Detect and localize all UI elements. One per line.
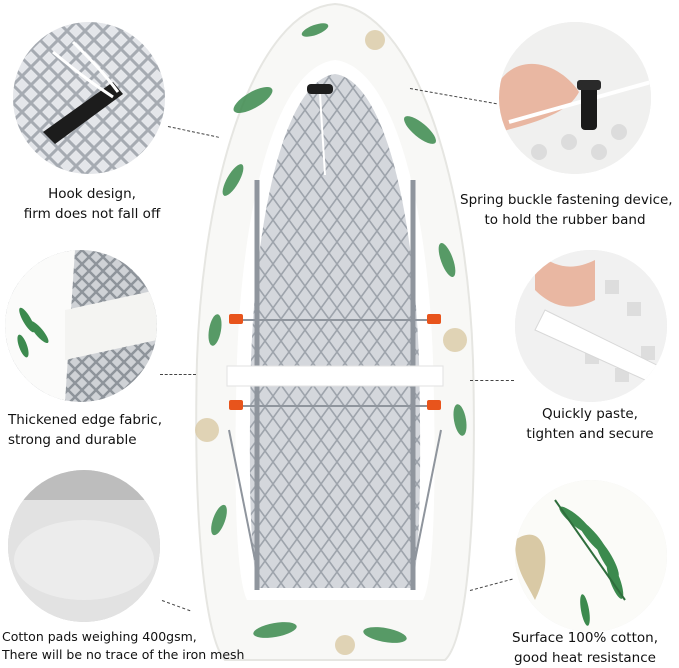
caption-hook-line-2: firm does not fall off — [23, 206, 161, 222]
spring-buckle-detail-photo — [499, 22, 651, 174]
edge-fabric-detail-photo — [5, 250, 157, 402]
caption-hook: Hook design, firm does not fall off — [22, 184, 162, 224]
caption-cotton-line-2: good heat resistance — [514, 650, 656, 666]
caption-spring-line-1: Spring buckle fastening device, — [460, 192, 673, 208]
leader-line-paste — [470, 380, 514, 381]
caption-edge: Thickened edge fabric, strong and durabl… — [8, 410, 162, 450]
cotton-surface-detail-photo — [515, 480, 667, 632]
cotton-pad-detail-photo — [8, 470, 160, 622]
caption-paste: Quickly paste, tighten and secure — [515, 404, 665, 444]
caption-cotton: Surface 100% cotton, good heat resistanc… — [500, 628, 670, 668]
leader-line-edge — [160, 374, 196, 375]
ironing-board-image — [185, 0, 485, 666]
caption-pad-line-2: There will be no trace of the iron mesh — [2, 647, 245, 662]
hook-detail-photo — [13, 22, 165, 174]
velcro-strap-detail-photo — [515, 250, 667, 402]
caption-pad: Cotton pads weighing 400gsm, There will … — [2, 628, 244, 664]
caption-spring-line-2: to hold the rubber band — [484, 212, 646, 228]
caption-paste-line-2: tighten and secure — [526, 426, 654, 442]
caption-paste-line-1: Quickly paste, — [542, 406, 638, 422]
caption-spring: Spring buckle fastening device, to hold … — [460, 190, 673, 230]
caption-hook-line-1: Hook design, — [48, 186, 136, 202]
caption-edge-line-1: Thickened edge fabric, — [8, 412, 162, 428]
caption-edge-line-2: strong and durable — [8, 432, 137, 448]
caption-pad-line-1: Cotton pads weighing 400gsm, — [2, 629, 197, 644]
caption-cotton-line-1: Surface 100% cotton, — [512, 630, 658, 646]
